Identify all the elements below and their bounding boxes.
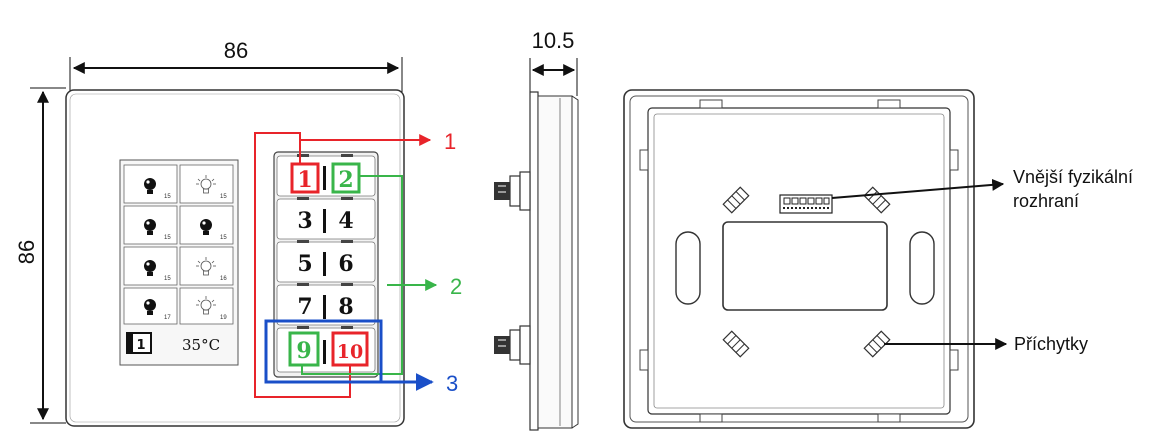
physical-interface-connector — [779, 194, 833, 214]
icon-sublabel: 15 — [164, 276, 171, 282]
callout-3-frame — [264, 319, 383, 384]
key-3[interactable]: 3 — [297, 208, 312, 234]
temperature-readout: 35°C — [182, 336, 220, 354]
callout-3-label: 3 — [446, 371, 458, 396]
page-indicator-value: 1 — [136, 338, 145, 353]
icon-sublabel: 17 — [164, 315, 171, 321]
key-6[interactable]: 6 — [338, 251, 353, 277]
back-clip — [863, 186, 891, 214]
back-clip — [863, 330, 891, 358]
key-4[interactable]: 4 — [338, 208, 353, 234]
key-9-highlight — [288, 331, 320, 367]
front-view: 86 86 15 15 — [14, 38, 462, 427]
key-7[interactable]: 7 — [297, 294, 312, 320]
side-back-plate — [529, 91, 539, 431]
callout-2-label: 2 — [450, 274, 462, 299]
icon-sublabel: 15 — [164, 235, 171, 241]
callout-1-label: 1 — [444, 129, 456, 154]
side-clip-top — [494, 171, 531, 211]
key-8[interactable]: 8 — [338, 294, 353, 320]
icon-sublabel: 15 — [164, 194, 171, 200]
depth-dimension-label: 10.5 — [532, 28, 575, 53]
callout-2-leader — [301, 175, 403, 375]
key-9[interactable]: 9 — [296, 338, 311, 364]
front-panel-inner-edge — [69, 93, 401, 423]
key-1-highlight — [290, 162, 320, 194]
back-clip — [722, 330, 750, 358]
icon-sublabel: 15 — [220, 235, 227, 241]
clips-label: Příchytky — [1014, 334, 1088, 354]
key-2[interactable]: 2 — [338, 167, 353, 193]
key-10-highlight — [331, 331, 369, 367]
callout-1-leader — [254, 132, 351, 398]
key-10[interactable]: 10 — [337, 341, 363, 363]
mounting-slot-left — [675, 231, 701, 305]
icon-sublabel: 19 — [220, 315, 227, 321]
width-dimension-label: 86 — [224, 38, 248, 63]
icon-sublabel: 15 — [220, 194, 227, 200]
key-2-highlight — [331, 162, 361, 194]
display-icon-grid: 15 15 15 15 15 16 17 19 — [123, 164, 234, 325]
icon-sublabel: 16 — [220, 276, 227, 282]
keypad-rows — [276, 154, 376, 373]
key-1[interactable]: 1 — [297, 167, 312, 193]
back-center-opening — [722, 221, 888, 311]
height-dimension-label: 86 — [14, 240, 39, 264]
key-5[interactable]: 5 — [297, 251, 312, 277]
interface-leader — [831, 178, 1005, 199]
side-clip-bottom — [494, 325, 531, 365]
side-front-body — [537, 95, 573, 429]
back-clip — [722, 186, 750, 214]
mounting-slot-right — [909, 231, 935, 305]
side-view: 10.5 — [494, 28, 579, 431]
